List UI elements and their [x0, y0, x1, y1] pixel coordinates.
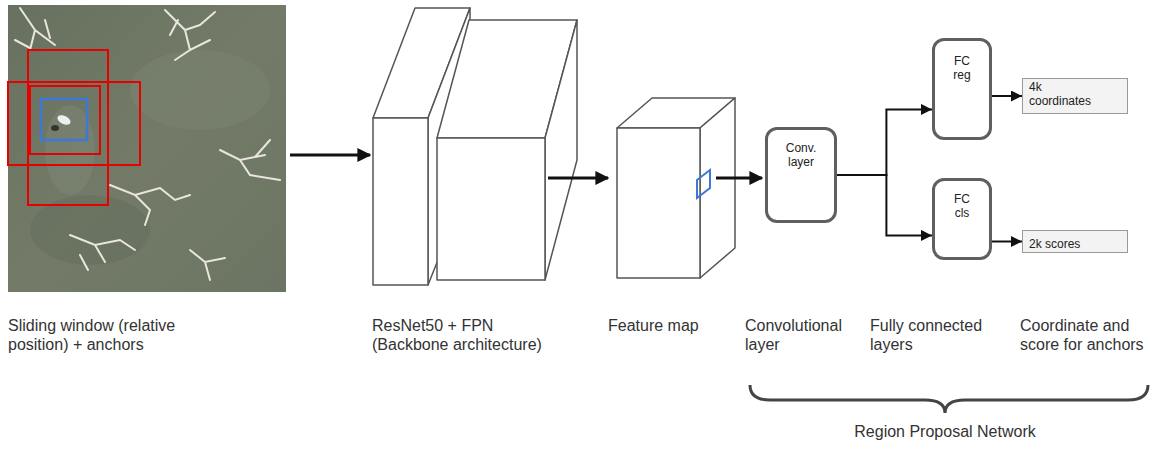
output-box: 2k scores [1022, 230, 1128, 253]
block-side [700, 98, 735, 278]
output-box: 4k coordinates [1022, 78, 1128, 114]
backbone-slabs [373, 8, 577, 285]
caption-label: Coordinate and score for anchors [1020, 316, 1155, 354]
branch [165, 10, 215, 60]
connector-arrow [992, 241, 1022, 243]
caption-label: ResNet50 + FPN (Backbone architecture) [372, 316, 552, 354]
flow-arrow [548, 177, 608, 180]
node-text: FC reg [947, 55, 977, 83]
anchor-boxes [8, 50, 140, 205]
branch [70, 235, 135, 270]
caption-label: Feature map [608, 316, 728, 335]
layer-box: Conv. layer [765, 127, 837, 223]
caption-label: Fully connected layers [870, 316, 1000, 354]
image-ground [8, 5, 286, 292]
caption-label: Region Proposal Network [845, 422, 1045, 441]
caption-label: Sliding window (relative position) + anc… [8, 316, 208, 354]
window-on-feature-map [697, 170, 710, 198]
flow-arrow [290, 154, 370, 157]
layer-box: FC reg [932, 38, 992, 140]
connector-arrow [992, 95, 1022, 97]
block-front [617, 128, 700, 278]
branch [110, 185, 190, 225]
aerial-image [8, 5, 286, 292]
branch [190, 250, 225, 280]
branch [220, 140, 280, 180]
caption-label: Convolutional layer [745, 316, 855, 354]
node-text: Conv. layer [776, 142, 826, 170]
group-brace [750, 385, 1148, 413]
sliding-window [41, 99, 87, 140]
feature-map-block [617, 98, 735, 278]
node-text: 2k scores [1029, 238, 1080, 252]
connector-arrow [837, 109, 932, 175]
branches [15, 8, 280, 280]
flow-arrow [716, 177, 762, 180]
image-shade [130, 50, 270, 130]
layer-box: FC cls [932, 178, 992, 260]
node-text: 4k coordinates [1029, 81, 1107, 109]
connector-arrow [837, 175, 932, 235]
branch [15, 8, 55, 50]
fish-shadow [51, 125, 59, 131]
fish [56, 113, 72, 126]
slab-front [437, 138, 545, 280]
anchor-box [30, 86, 100, 154]
slab-front [373, 118, 428, 285]
slab-side [545, 20, 577, 280]
node-text: FC cls [947, 193, 977, 221]
anchor-box [28, 50, 108, 205]
